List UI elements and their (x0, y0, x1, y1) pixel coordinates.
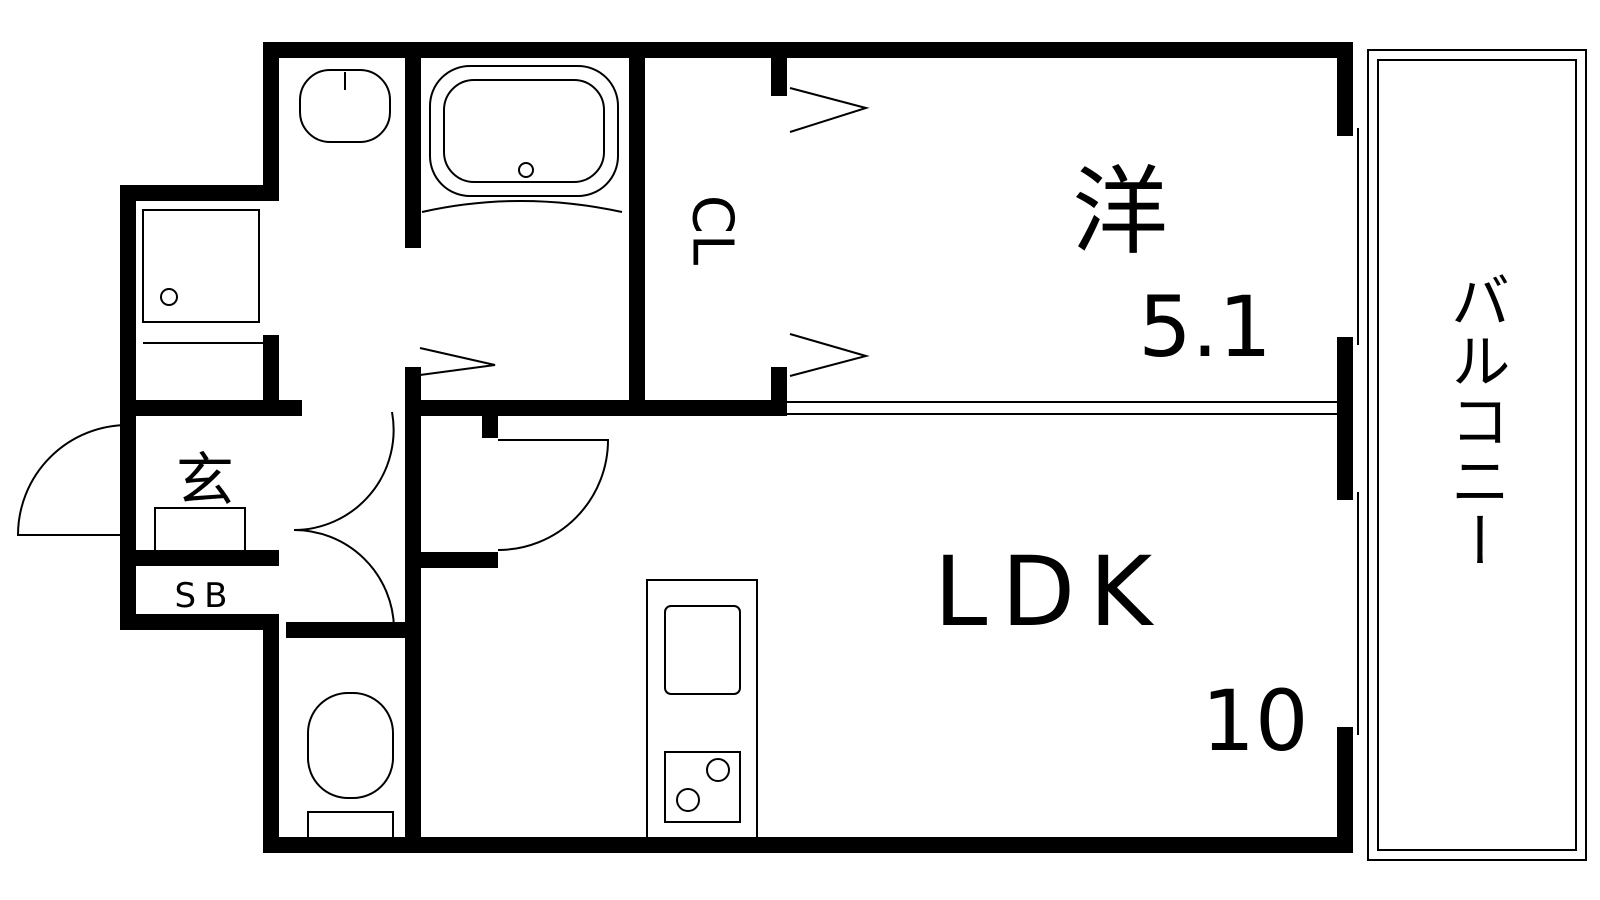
burner-1 (706, 758, 730, 782)
washbasin (299, 69, 391, 143)
label-shoe-box: SB (175, 576, 236, 616)
kitchen-sink (664, 605, 741, 695)
label-western-room-size: 5.1 (1138, 278, 1272, 376)
washing-machine-drain (160, 288, 178, 306)
balcony-outline (1367, 49, 1587, 861)
label-entrance: 玄 (176, 446, 234, 514)
toilet-tank (307, 811, 394, 839)
balcony-inner (1377, 59, 1577, 851)
kitchen-counter (646, 579, 758, 843)
gas-stove (664, 751, 741, 823)
bathtub-inner (443, 79, 605, 183)
bath-edge (421, 200, 623, 213)
label-ldk-size: 10 (1202, 672, 1309, 770)
entrance-interior-walls (120, 400, 498, 853)
hall-door-swing-1 (293, 411, 395, 531)
bathtub-outer (429, 65, 619, 197)
hall-door-swing-2 (293, 529, 395, 629)
entrance-door-swing (16, 424, 129, 536)
label-ldk: LDK (934, 536, 1166, 648)
washing-machine-pan (142, 209, 260, 323)
genkan-step (154, 507, 246, 552)
bathtub-drain (518, 162, 534, 178)
label-western-room: 洋 (1072, 156, 1168, 268)
outer-wall (120, 42, 1353, 853)
fixtures (142, 65, 758, 843)
bath-door (419, 347, 496, 376)
label-closet: CL (680, 195, 745, 265)
doors-windows (16, 49, 1587, 861)
closet-door-1 (789, 87, 870, 133)
walls (120, 42, 1353, 853)
burner-2 (676, 788, 700, 812)
label-balcony: バルコニー (1440, 270, 1510, 570)
toilet-bowl (307, 692, 394, 799)
ldk-door-swing (497, 439, 610, 551)
closet-door-2 (789, 333, 870, 377)
